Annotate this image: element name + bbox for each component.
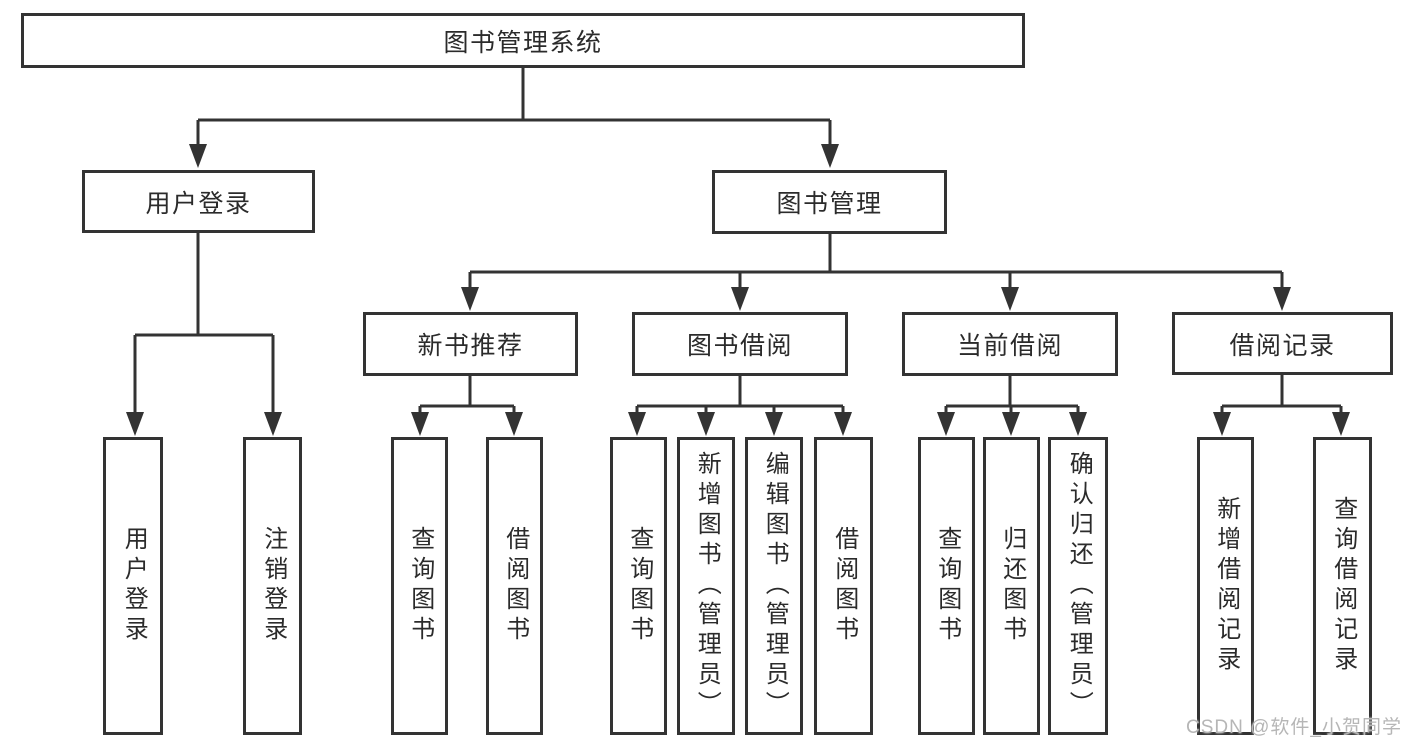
node-label: 图书借阅: [686, 332, 793, 360]
node-label: 查询图书: [625, 526, 653, 646]
node-label: 当前借阅: [956, 332, 1063, 360]
arrow-down-icon: [628, 412, 646, 436]
node-label: 图书管理系统: [443, 28, 603, 57]
arrow-down-icon: [937, 412, 955, 436]
leaf-add-books-admin: 新增图书（管理员）: [677, 437, 735, 735]
arrow-down-icon: [264, 412, 282, 436]
node-borrow-records: 借阅记录: [1172, 312, 1393, 375]
node-label: 查询借阅记录: [1329, 496, 1357, 676]
arrow-down-icon: [821, 144, 839, 168]
leaf-query-borrow-record: 查询借阅记录: [1313, 437, 1372, 735]
node-new-book-recommend: 新书推荐: [363, 312, 578, 376]
leaf-query-books-borrowing: 查询图书: [610, 437, 667, 735]
connector-current-borrow-to-children: [944, 376, 1080, 416]
leaf-borrow-books-recommend: 借阅图书: [486, 437, 543, 735]
arrow-down-icon: [765, 412, 783, 436]
arrow-down-icon: [461, 287, 479, 311]
arrow-down-icon: [697, 412, 715, 436]
leaf-add-borrow-record: 新增借阅记录: [1197, 437, 1254, 735]
node-label: 用户登录: [145, 189, 252, 218]
leaf-confirm-return-admin: 确认归还（管理员）: [1048, 437, 1108, 735]
node-label: 借阅记录: [1229, 331, 1336, 360]
leaf-user-login: 用户登录: [103, 437, 163, 735]
arrow-down-icon: [1001, 287, 1019, 311]
node-book-borrowing: 图书借阅: [632, 312, 848, 376]
arrow-down-icon: [1332, 412, 1350, 436]
connector-root-to-level2: [196, 66, 832, 148]
node-label: 确认归还（管理员）: [1065, 451, 1093, 721]
arrowheads-group: [126, 144, 1350, 436]
arrow-down-icon: [1002, 412, 1020, 436]
node-label: 注销登录: [259, 526, 287, 646]
connector-book-mgmt-to-children: [468, 234, 1284, 291]
connector-book-borrow-to-children: [635, 376, 845, 416]
node-current-borrowing: 当前借阅: [902, 312, 1118, 376]
node-user-login: 用户登录: [82, 170, 315, 233]
node-label: 查询图书: [406, 526, 434, 646]
node-label: 编辑图书（管理员）: [761, 451, 789, 721]
arrow-down-icon: [731, 287, 749, 311]
node-label: 新增借阅记录: [1212, 496, 1240, 676]
arrow-down-icon: [505, 412, 523, 436]
node-label: 图书管理: [776, 190, 883, 218]
leaf-logout: 注销登录: [243, 437, 302, 735]
csdn-watermark: CSDN @软件_小贺同学: [1186, 717, 1402, 738]
connector-user-login-to-children: [133, 233, 275, 416]
arrow-down-icon: [1213, 412, 1231, 436]
node-book-management: 图书管理: [712, 170, 947, 234]
leaf-query-books-recommend: 查询图书: [391, 437, 448, 735]
node-label: 新书推荐: [417, 332, 524, 360]
node-label: 新增图书（管理员）: [693, 451, 721, 721]
node-label: 借阅图书: [830, 526, 858, 646]
arrow-down-icon: [126, 412, 144, 436]
arrow-down-icon: [1273, 287, 1291, 311]
node-label: 用户登录: [120, 526, 148, 646]
leaf-return-books: 归还图书: [983, 437, 1040, 735]
arrow-down-icon: [834, 412, 852, 436]
leaf-borrow-books: 借阅图书: [814, 437, 873, 735]
arrow-down-icon: [189, 144, 207, 168]
connector-borrow-record-to-children: [1220, 375, 1343, 416]
node-label: 归还图书: [998, 526, 1026, 646]
connector-new-book-rec-to-children: [418, 376, 516, 416]
arrow-down-icon: [411, 412, 429, 436]
node-label: 借阅图书: [501, 526, 529, 646]
node-label: 查询图书: [933, 526, 961, 646]
leaf-edit-books-admin: 编辑图书（管理员）: [745, 437, 803, 735]
arrow-down-icon: [1069, 412, 1087, 436]
node-root-library-system: 图书管理系统: [21, 13, 1025, 68]
leaf-query-books-current: 查询图书: [918, 437, 975, 735]
